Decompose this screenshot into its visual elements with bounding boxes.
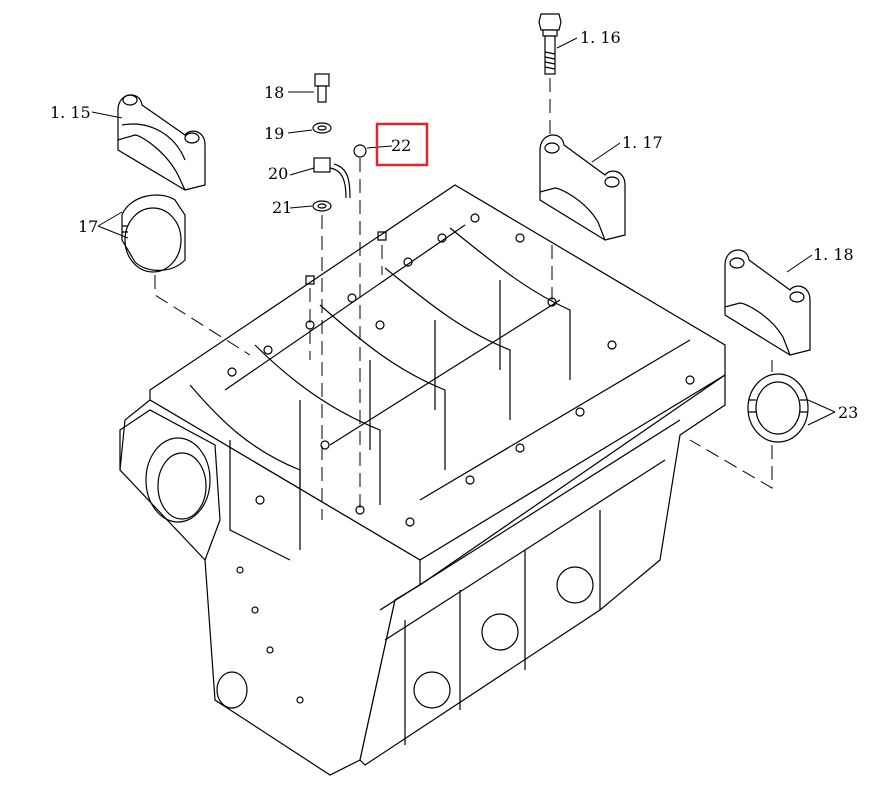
bolt-1-16 — [538, 13, 562, 75]
assembly-lines — [154, 78, 773, 520]
callout-1-18: 1. 18 — [813, 245, 854, 264]
callout-1-16: 1. 16 — [580, 28, 621, 47]
callout-23: 23 — [838, 403, 858, 422]
callout-20: 20 — [268, 164, 288, 183]
thrust-bearing-23 — [747, 373, 809, 443]
engine-block — [119, 184, 726, 776]
bearing-shell-17 — [121, 194, 186, 273]
oil-nozzle-assembly — [305, 73, 387, 285]
callout-17: 17 — [78, 217, 98, 236]
callout-labels: 1. 15 1. 16 1. 17 1. 18 17 18 19 20 21 2… — [50, 28, 858, 422]
bearing-cap-1-18 — [724, 249, 811, 356]
callout-18: 18 — [264, 83, 284, 102]
callout-1-15: 1. 15 — [50, 103, 91, 122]
highlight-box-22 — [375, 122, 429, 167]
callout-19: 19 — [264, 124, 284, 143]
bearing-cap-1-17 — [539, 134, 626, 241]
callout-22: 22 — [391, 136, 411, 155]
callout-21: 21 — [272, 198, 292, 217]
callout-1-17: 1. 17 — [622, 133, 663, 152]
bearing-cap-1-15 — [117, 94, 206, 191]
leader-lines — [91, 37, 836, 426]
